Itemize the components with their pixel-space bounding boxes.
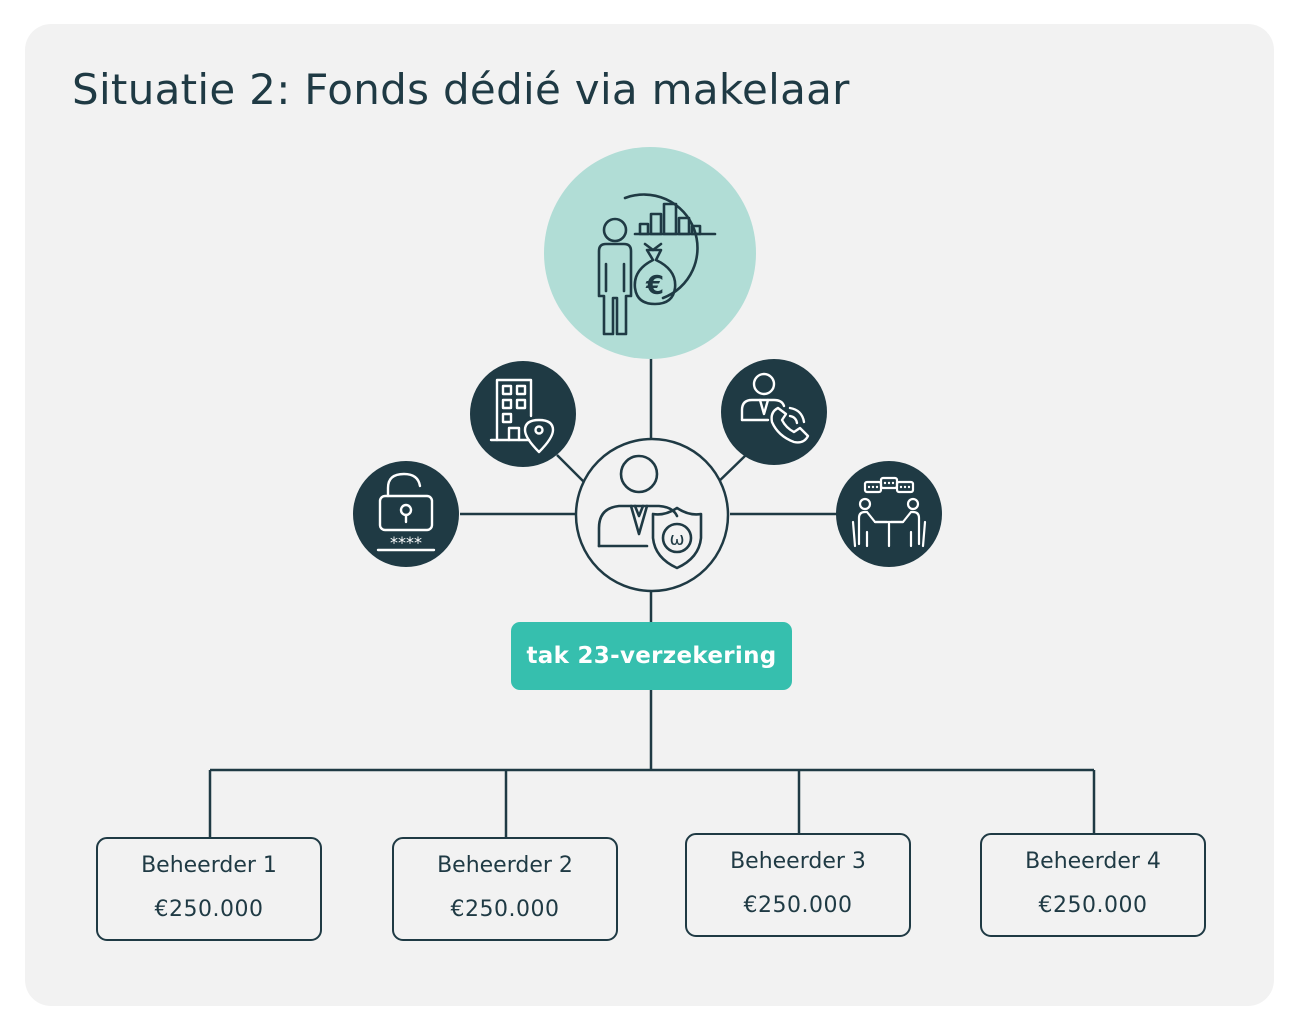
manager-name: Beheerder 4 (1025, 849, 1161, 874)
tak-23-label: tak 23-verzekering (511, 622, 792, 690)
manager-name: Beheerder 1 (141, 853, 277, 878)
svg-text:****: **** (390, 533, 422, 552)
manager-amount: €250.000 (1038, 893, 1148, 918)
diagram-title: Situatie 2: Fonds dédié via makelaar (72, 65, 850, 114)
padlock-password-icon: **** (353, 461, 459, 567)
svg-text:€: € (645, 271, 664, 301)
manager-box-2: Beheerder 2 €250.000 (392, 837, 618, 941)
building-location-icon (470, 361, 576, 467)
manager-name: Beheerder 3 (730, 849, 866, 874)
shield-letter: ω (669, 529, 684, 550)
investor-money-bag-icon: € (544, 147, 756, 359)
manager-box-1: Beheerder 1 €250.000 (96, 837, 322, 941)
manager-amount: €250.000 (450, 897, 560, 922)
manager-box-3: Beheerder 3 €250.000 (685, 833, 911, 937)
manager-amount: €250.000 (743, 893, 853, 918)
manager-box-4: Beheerder 4 €250.000 (980, 833, 1206, 937)
meeting-chat-icon (836, 461, 942, 567)
manager-amount: €250.000 (154, 897, 264, 922)
broker-shield-icon: ω (574, 437, 730, 593)
advisor-phone-icon (721, 359, 827, 465)
manager-name: Beheerder 2 (437, 853, 573, 878)
